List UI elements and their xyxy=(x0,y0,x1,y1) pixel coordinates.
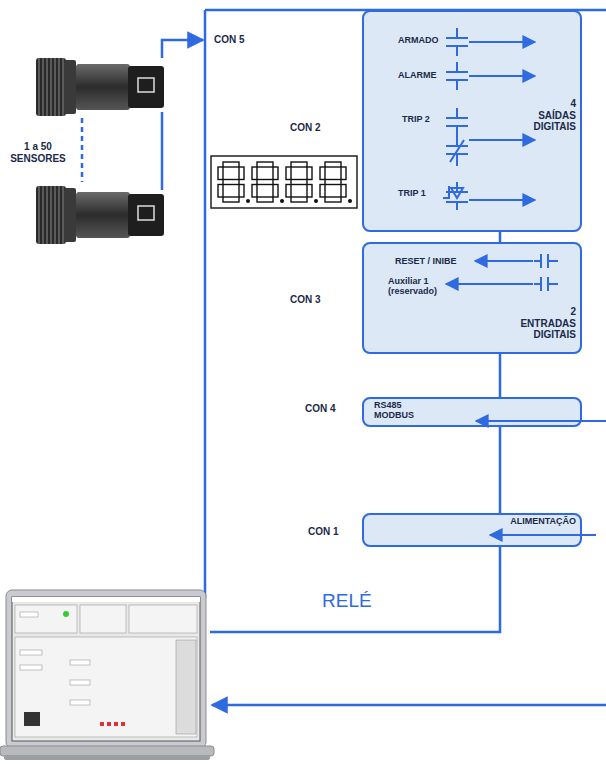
segment xyxy=(273,167,278,180)
segment xyxy=(218,185,223,198)
seven-segment-display xyxy=(211,156,357,208)
block-text: RESET / INIBE xyxy=(395,256,457,266)
connector-block: RESET / INIBE Auxiliar 1 (reservado) 2 ENT… xyxy=(362,242,582,354)
segment xyxy=(257,162,273,167)
sensor xyxy=(36,186,164,244)
decimal-dot xyxy=(280,199,284,203)
sensor-line xyxy=(162,40,203,58)
connector-label: CON 5 xyxy=(214,34,245,46)
inputs xyxy=(446,254,606,535)
block-text: ALIMENTAÇÃO xyxy=(510,516,576,526)
segment xyxy=(291,162,307,167)
connector-block: ALIMENTAÇÃO xyxy=(362,513,582,547)
connector-label: CON 4 xyxy=(305,403,336,415)
network-line xyxy=(212,704,606,707)
segment xyxy=(223,162,239,167)
block-text: ALARME xyxy=(398,70,437,80)
segment xyxy=(291,197,307,202)
segment xyxy=(257,197,273,202)
block-text: TRIP 2 xyxy=(402,114,430,124)
box-fill xyxy=(362,10,582,232)
decimal-dot xyxy=(348,199,352,203)
block-text: ARMADO xyxy=(398,35,439,45)
decimal-dot xyxy=(246,199,250,203)
segment xyxy=(286,185,291,198)
segment xyxy=(325,162,341,167)
segment xyxy=(273,185,278,198)
block-text: Auxiliar 1 (reservado) xyxy=(388,276,448,297)
decimal-dot xyxy=(314,199,318,203)
connector-block: RS485 MODBUS xyxy=(362,397,582,427)
connector-label: CON 1 xyxy=(308,526,339,538)
box-fill xyxy=(362,242,582,354)
segment xyxy=(341,185,346,198)
contacts xyxy=(443,28,535,210)
block-text: 4 SAÍDAS DIGITAIS xyxy=(530,98,576,133)
connector-label: RELÉ xyxy=(322,590,372,612)
connector-label: 1 a 50 SENSORES xyxy=(4,141,72,164)
segment xyxy=(286,167,291,180)
segment xyxy=(218,167,223,180)
sensor xyxy=(36,58,164,116)
segment xyxy=(252,167,257,180)
connector-label: CON 3 xyxy=(290,294,321,306)
segment xyxy=(252,185,257,198)
segment xyxy=(307,185,312,198)
block-text: 2 ENTRADAS DIGITAIS xyxy=(514,306,576,341)
connector-block: ARMADO ALARME TRIP 2 TRIP 1 4 SAÍDAS DIGITAI… xyxy=(362,10,582,232)
sensor-line xyxy=(161,112,164,190)
segment xyxy=(291,180,307,185)
segment xyxy=(307,167,312,180)
sensor-dash xyxy=(81,118,84,182)
bus-line xyxy=(204,10,207,598)
block-text: RS485 MODBUS xyxy=(374,400,428,421)
segment xyxy=(223,180,239,185)
segment xyxy=(257,180,273,185)
box-fill xyxy=(362,397,582,427)
segment xyxy=(239,167,244,180)
usb-line xyxy=(210,232,500,632)
segment xyxy=(320,185,325,198)
block-text: TRIP 1 xyxy=(398,188,426,198)
box-fill xyxy=(362,513,582,547)
laptop xyxy=(0,590,214,760)
segment xyxy=(341,167,346,180)
segment xyxy=(239,185,244,198)
segment xyxy=(320,167,325,180)
segment xyxy=(223,197,239,202)
connector-label: CON 2 xyxy=(290,122,321,134)
segment xyxy=(325,180,341,185)
segment xyxy=(325,197,341,202)
